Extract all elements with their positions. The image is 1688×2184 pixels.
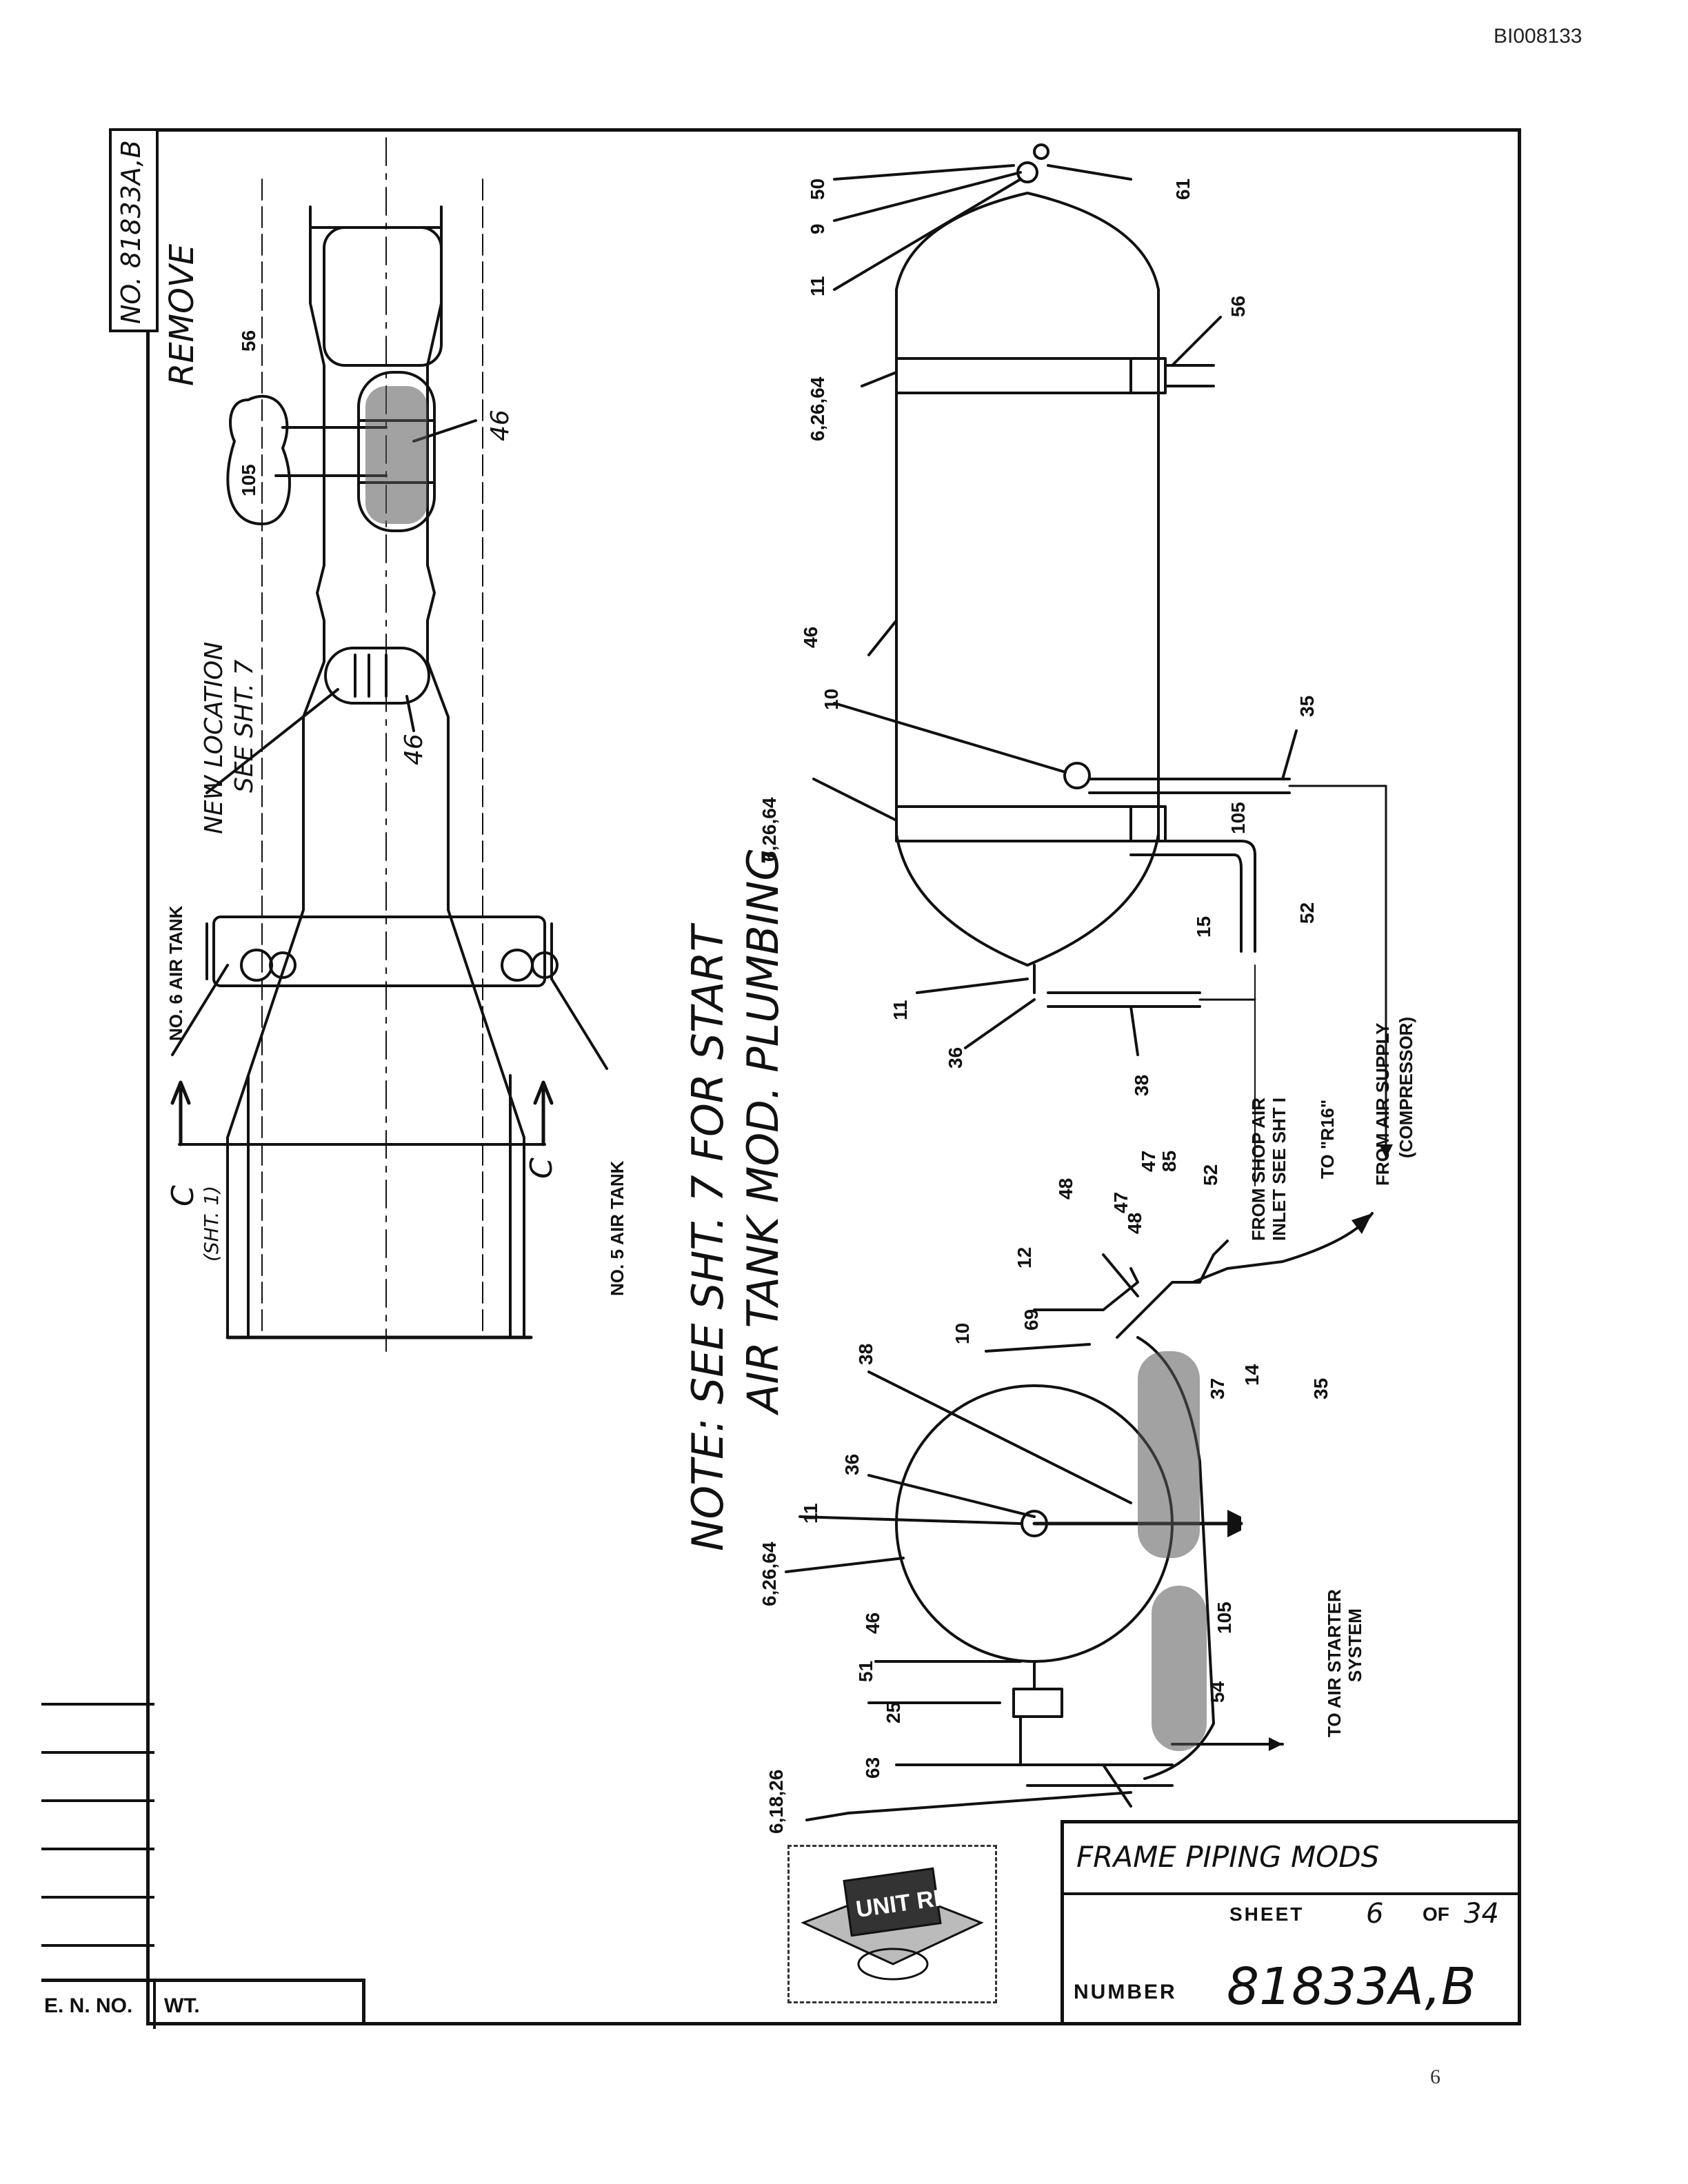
callout-37: 37 <box>1207 1377 1228 1399</box>
title-row: FRAME PIPING MODS <box>1064 1823 1518 1895</box>
callout-10-side: 10 <box>821 688 842 710</box>
note-line2: AIR TANK MOD. PLUMBING <box>738 847 788 1413</box>
new-location-line1: NEW LOCATION <box>200 641 228 834</box>
callout-11-end: 11 <box>800 1503 821 1524</box>
to-air-starter-line1: TO AIR STARTER <box>1324 1589 1345 1737</box>
callout-38-side: 38 <box>1131 1074 1152 1096</box>
of-label: OF <box>1423 1903 1449 1925</box>
callout-52-end: 52 <box>1200 1164 1221 1186</box>
callout-14: 14 <box>1241 1364 1263 1386</box>
callout-61: 61 <box>1172 178 1194 200</box>
sheet-label: SHEET <box>1229 1903 1305 1925</box>
callout-36-side: 36 <box>945 1046 966 1069</box>
callout-11-side-bottom: 11 <box>890 1000 911 1020</box>
to-r16-label: TO "R16" <box>1317 1099 1338 1179</box>
callout-6-26-64-side-b: 6,26,64 <box>758 797 780 862</box>
callout-50: 50 <box>807 178 828 200</box>
number-label: NUMBER <box>1074 1981 1177 2003</box>
callout-51: 51 <box>855 1660 876 1682</box>
sheet-number: 6 <box>1366 1898 1384 1930</box>
logo-emblem-icon <box>801 1867 984 1981</box>
callout-35-end: 35 <box>1310 1377 1332 1399</box>
callout-105-side: 105 <box>1227 802 1249 834</box>
wt-label: WT. <box>164 1994 200 2017</box>
callout-63: 63 <box>862 1757 883 1779</box>
to-air-starter-line2: SYSTEM <box>1345 1608 1365 1682</box>
callout-105-end: 105 <box>1214 1601 1235 1634</box>
callout-46-top-a: 46 <box>486 410 514 441</box>
callout-9: 9 <box>807 223 828 234</box>
new-location-line2: SEE SHT. 7 <box>230 659 259 793</box>
callout-6-18-26: 6,18,26 <box>765 1769 787 1834</box>
drawing-number-title: 81833A,B <box>1227 1957 1476 2016</box>
callout-35-side: 35 <box>1296 695 1318 717</box>
callout-6-26-64-end: 6,26,64 <box>758 1541 780 1606</box>
side-view-tank <box>895 143 1291 1008</box>
callout-25: 25 <box>883 1701 904 1723</box>
callout-15: 15 <box>1193 916 1214 938</box>
from-air-supply-line1: FROM AIR SUPPLY <box>1372 1022 1393 1186</box>
callout-47-a: 47 <box>1110 1191 1132 1213</box>
callout-56-side: 56 <box>1227 295 1249 317</box>
no6-air-tank-label: NO. 6 AIR TANK <box>165 905 186 1041</box>
callout-12: 12 <box>1014 1246 1035 1268</box>
drawing-number-box <box>109 128 159 332</box>
callout-6-26-64-side-a: 6,26,64 <box>807 376 828 441</box>
callout-48-b: 48 <box>1124 1212 1145 1234</box>
section-ref: (SHT. 1) <box>200 1185 223 1262</box>
callout-10-end: 10 <box>952 1322 973 1344</box>
unit-rig-logo: UNIT RIG <box>787 1845 997 2003</box>
top-view-chassis <box>205 205 559 1339</box>
eno-label: E. N. NO. <box>44 1994 133 2017</box>
callout-85: 85 <box>1158 1150 1180 1172</box>
callout-36-end: 36 <box>841 1453 863 1475</box>
callout-38-end: 38 <box>855 1343 876 1365</box>
callout-47-b: 47 <box>1138 1150 1159 1172</box>
sheet-row: SHEET 6 OF 34 <box>1064 1892 1518 1941</box>
callout-46-top-b: 46 <box>400 734 428 765</box>
drawing-title: FRAME PIPING MODS <box>1076 1840 1380 1874</box>
title-block: FRAME PIPING MODS SHEET 6 OF 34 NUMBER 8… <box>1061 1820 1521 2025</box>
callout-52-side: 52 <box>1296 902 1318 924</box>
revision-table <box>41 1703 154 2027</box>
callout-105-top: 105 <box>238 464 259 496</box>
end-view-tank <box>895 1212 1374 1808</box>
from-shop-air-line1: FROM SHOP AIR <box>1248 1097 1269 1241</box>
section-c-left: C <box>165 1185 201 1206</box>
callout-46-side: 46 <box>800 626 821 648</box>
callout-56-top: 56 <box>238 330 259 352</box>
from-shop-air-line2: INLET SEE SHT I <box>1269 1097 1289 1241</box>
no5-air-tank-label: NO. 5 AIR TANK <box>607 1160 627 1296</box>
callout-46-end: 46 <box>862 1612 883 1634</box>
from-air-supply-line2: (COMPRESSOR) <box>1396 1016 1416 1158</box>
section-c-right: C <box>524 1157 559 1179</box>
drawing-frame <box>146 128 1521 2025</box>
page-mark: 6 <box>1430 2065 1440 2088</box>
strip-divider <box>153 1982 156 2029</box>
bottom-strip: E. N. NO. WT. <box>41 1979 365 2029</box>
callout-69: 69 <box>1021 1308 1042 1331</box>
sheet-total: 34 <box>1464 1898 1499 1930</box>
callout-11-side-top: 11 <box>807 276 828 296</box>
callout-48-a: 48 <box>1055 1177 1076 1200</box>
document-id: BI008133 <box>1494 25 1582 48</box>
note-line1: NOTE: SEE SHT. 7 FOR START <box>683 925 733 1551</box>
callout-54: 54 <box>1207 1681 1228 1703</box>
